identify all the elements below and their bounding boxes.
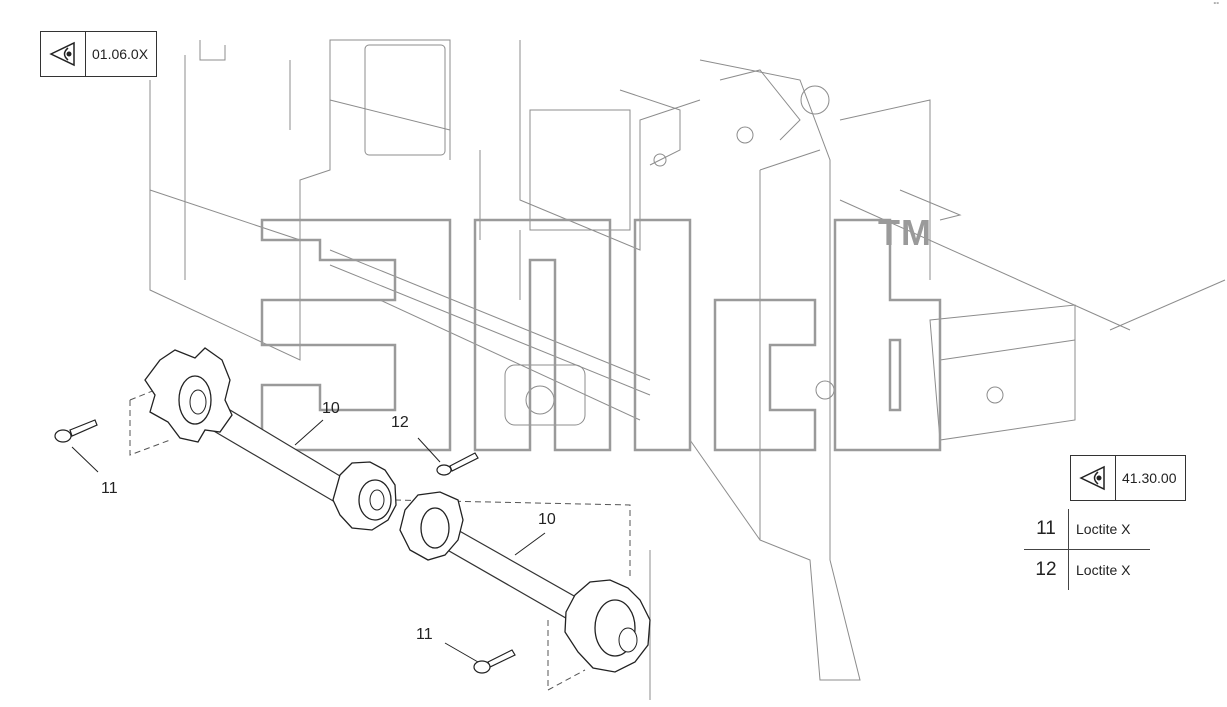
upper-left-sprocket [144,347,233,443]
cross-rail [329,249,651,426]
callout-bolt-upper[interactable]: 11 [101,480,118,497]
upper-right-sprocket [332,461,397,531]
view-reference-01060x[interactable]: 01.06.0X [40,31,158,77]
legend-row: 11 Loctite X [1024,509,1150,549]
eye-view-icon [1071,456,1116,500]
view-reference-code: 41.30.00 [1122,470,1177,486]
callout-shaft-upper[interactable]: 10 [322,400,340,417]
callout-bolt-lower[interactable]: 11 [416,626,433,643]
legend-item-text: Loctite X [1076,562,1131,578]
left-frame-panel [149,39,451,361]
bolt-lower [473,649,516,674]
legend-item-text: Loctite X [1076,521,1131,537]
eye-view-icon [41,32,86,76]
legend-row: 12 Loctite X [1024,550,1150,590]
bolt-middle [436,452,479,476]
view-reference-413000[interactable]: 41.30.00 [1070,455,1186,501]
lower-shaft-assembly [399,491,651,673]
central-panel [479,40,701,300]
legend-divider [1024,549,1150,550]
callout-bolt-middle[interactable]: 12 [391,414,409,431]
legend-item-number: 11 [1024,509,1069,549]
bolts [54,419,516,674]
bolt-upper-left [54,419,98,443]
corner-mark: °° [1213,2,1219,9]
watermark-letters [260,218,942,452]
upper-shaft-assembly [144,347,397,531]
view-reference-code: 01.06.0X [92,46,149,62]
parts-legend: 11 Loctite X 12 Loctite X [1024,509,1150,590]
lower-left-sprocket [399,491,464,561]
callout-shaft-lower[interactable]: 10 [538,511,556,528]
right-main-plate [649,59,1226,700]
legend-item-number: 12 [1024,550,1069,590]
lower-right-sprocket [564,579,651,673]
trademark-mark: TM [878,212,932,253]
leader-lines [71,419,546,663]
